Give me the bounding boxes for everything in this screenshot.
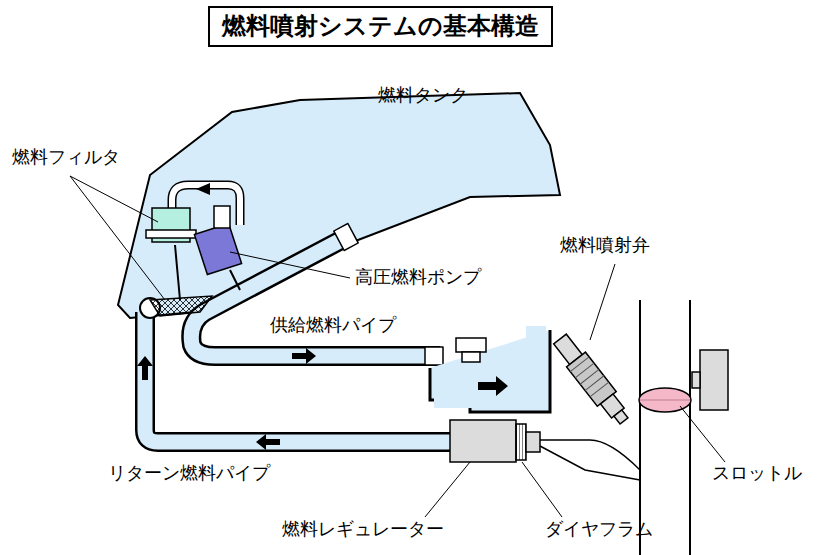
part-label: 高圧燃料ポンプ	[355, 266, 481, 288]
fuel-injector	[551, 332, 634, 429]
regulator	[430, 326, 550, 462]
part-label: 燃料フィルタ	[12, 146, 120, 168]
part-label: 供給燃料パイプ	[270, 314, 396, 336]
diagram-title: 燃料噴射システムの基本構造	[208, 6, 553, 47]
intake-wall	[639, 300, 728, 555]
supply-pipe	[191, 224, 443, 365]
part-label: リターン燃料パイプ	[108, 462, 270, 484]
pump-assembly	[146, 183, 242, 300]
part-label: 燃料レギュレーター	[282, 518, 444, 540]
part-label: スロットル	[712, 462, 802, 484]
wiring	[540, 440, 640, 480]
part-label: ダイヤフラム	[545, 518, 653, 540]
part-label: 燃料噴射弁	[560, 234, 650, 256]
leader-lines	[70, 176, 725, 517]
return-pipe	[140, 298, 455, 442]
flow-arrows	[137, 348, 316, 450]
fuel-tank	[118, 93, 560, 318]
part-label: 燃料タンク	[378, 84, 468, 106]
strainer-mesh	[150, 296, 212, 316]
